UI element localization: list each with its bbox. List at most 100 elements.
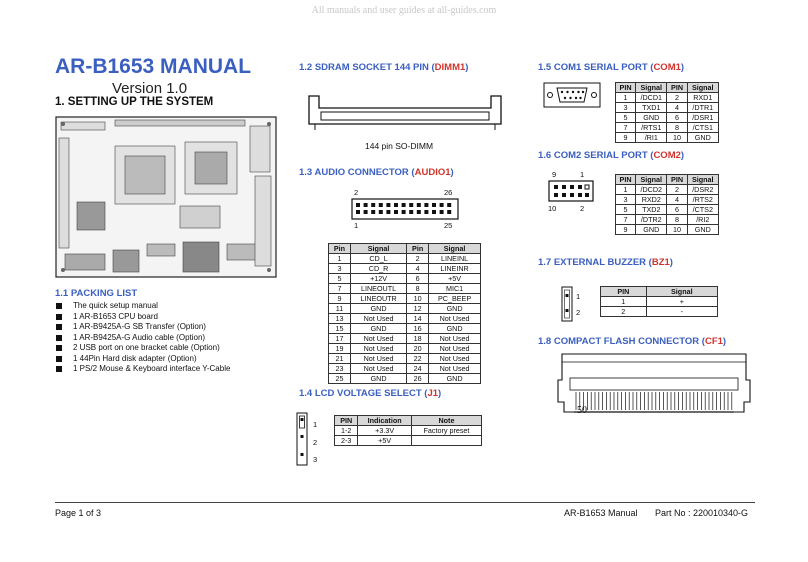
- com2-cell: RXD2: [635, 194, 668, 205]
- footer-part-no: Part No : 220010340-G: [655, 508, 749, 518]
- header-pin: [447, 210, 452, 214]
- com2-cell: 2: [666, 184, 688, 195]
- audio-cell: 4: [406, 263, 430, 274]
- com2-cell: /DTR2: [635, 214, 668, 225]
- com2-cell: 3: [614, 194, 637, 205]
- com2-title: 1.6 COM2 SERIAL PORT (COM2): [538, 150, 685, 161]
- list-item: The quick setup manual: [55, 301, 230, 312]
- com1-cell: /DCD1: [635, 92, 668, 103]
- com2-cell: /RI2: [686, 214, 720, 225]
- com2-cell: 4: [666, 194, 688, 205]
- watermark: All manuals and user guides at all-guide…: [311, 5, 497, 16]
- section-heading: 1. SETTING UP THE SYSTEM: [55, 96, 214, 108]
- header-pin: [394, 203, 398, 207]
- com2-cell: 9: [614, 224, 637, 235]
- com1-cell: 8: [666, 122, 688, 133]
- com1-title: 1.5 COM1 SERIAL PORT (COM1): [538, 62, 685, 73]
- audio-cell: LINEOUTL: [349, 283, 408, 294]
- header-pin: [394, 210, 398, 214]
- list-item: 1 AR-B1653 CPU board: [55, 312, 230, 323]
- com2-header-drawing: [548, 180, 594, 207]
- audio-cell: GND: [349, 373, 408, 384]
- audio-pin-top-right: 26: [444, 188, 453, 197]
- audio-cell: Not Used: [428, 313, 481, 324]
- header-pin: [363, 203, 368, 207]
- com1-cell: /RTS1: [635, 122, 668, 133]
- com2-cell: 5: [614, 204, 637, 215]
- audio-cell: 13: [328, 313, 351, 324]
- audio-header-drawing: [351, 198, 459, 225]
- buzzer-title: 1.7 EXTERNAL BUZZER (BZ1): [538, 257, 673, 268]
- lcd-header-cell: Indication: [357, 415, 412, 426]
- audio-cell: 3: [328, 263, 351, 274]
- version: Version 1.0: [112, 80, 188, 97]
- com1-header-cell: PIN: [614, 82, 637, 93]
- com1-cell: /DTR1: [686, 102, 720, 113]
- audio-cell: +12V: [349, 273, 408, 284]
- sdram-title: 1.2 SDRAM SOCKET 144 PIN (DIMM1): [299, 62, 469, 73]
- com1-cell: 1: [614, 92, 637, 103]
- footer-divider: [55, 502, 755, 503]
- com1-cell: GND: [686, 132, 720, 143]
- lcd-title: 1.4 LCD VOLTAGE SELECT (J1): [299, 388, 442, 399]
- cf-title: 1.8 COMPACT FLASH CONNECTOR (CF1): [538, 336, 727, 347]
- sodimm-socket-drawing: [307, 94, 503, 139]
- buzzer-cell: +: [645, 296, 719, 307]
- cf-pin-50-label: 50: [577, 405, 587, 416]
- buzzer-cell: 2: [600, 306, 647, 317]
- audio-cell: 5: [328, 273, 351, 284]
- com2-cell: GND: [635, 224, 668, 235]
- audio-title: 1.3 AUDIO CONNECTOR (AUDIO1): [299, 167, 454, 178]
- com2-pin-top-right: 1: [580, 170, 585, 179]
- header-pin: [409, 203, 414, 207]
- header-pin: [432, 210, 436, 214]
- header-pin: [371, 203, 376, 207]
- cf-connector-drawing: [556, 352, 752, 427]
- audio-cell: 21: [328, 353, 351, 364]
- list-item: 1 44Pin Hard disk adapter (Option): [55, 354, 230, 365]
- footer-manual: AR-B1653 Manual: [564, 508, 638, 518]
- audio-cell: 15: [328, 323, 351, 334]
- audio-pin-bottom-right: 25: [444, 221, 453, 230]
- com2-pin-top-left: 9: [552, 170, 557, 179]
- com2-header-cell: PIN: [614, 174, 637, 185]
- audio-cell: Not Used: [349, 363, 408, 374]
- audio-cell: Not Used: [428, 363, 481, 374]
- audio-cell: GND: [349, 303, 408, 314]
- table-row: 1+: [600, 296, 719, 307]
- com2-cell: TXD2: [635, 204, 668, 215]
- header-pin: [424, 210, 429, 214]
- buzzer-pin-1: 1: [576, 292, 581, 301]
- audio-cell: Not Used: [428, 343, 481, 354]
- com1-cell: 3: [614, 102, 637, 113]
- audio-pin-top-left: 2: [354, 188, 359, 197]
- audio-pin-bottom-left: 1: [354, 221, 359, 230]
- audio-cell: 18: [406, 333, 430, 344]
- audio-cell: LINEINL: [428, 253, 481, 264]
- com1-cell: 9: [614, 132, 637, 143]
- com1-header-cell: PIN: [666, 82, 688, 93]
- com1-cell: 4: [666, 102, 688, 113]
- com2-cell: 7: [614, 214, 637, 225]
- audio-cell: 11: [328, 303, 351, 314]
- header-pin: [378, 203, 383, 207]
- audio-cell: +5V: [428, 273, 481, 284]
- lcd-pin-1: 1: [313, 420, 318, 429]
- lcd-pin-2: 2: [313, 438, 318, 447]
- com2-pin-bottom-right: 2: [580, 204, 585, 213]
- audio-cell: Not Used: [349, 353, 408, 364]
- audio-cell: 26: [406, 373, 430, 384]
